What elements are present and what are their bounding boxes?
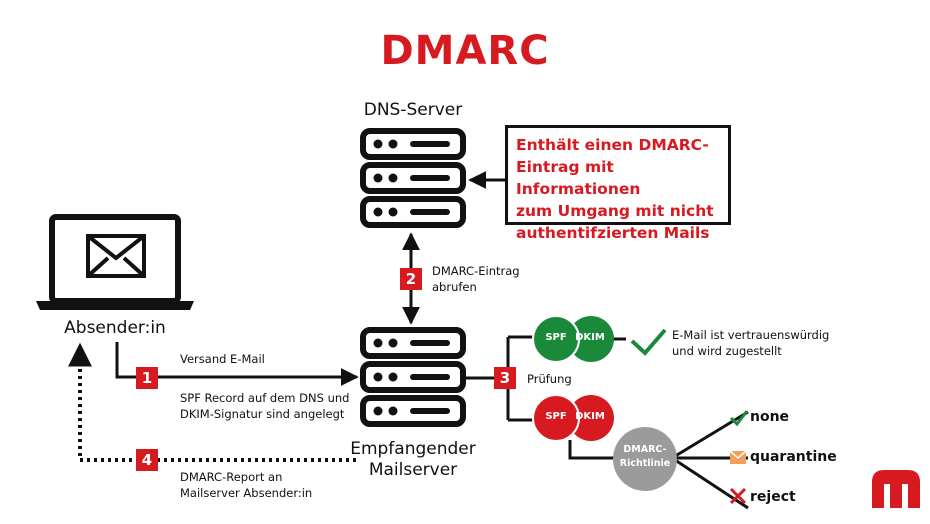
outcome-none: none [750, 409, 790, 425]
dns-server-icon [360, 128, 466, 228]
fail-spf-circle [532, 394, 580, 442]
fail-check [532, 394, 614, 442]
callout-line: authentifzierten Mails [516, 224, 710, 242]
callout-line: Eintrag mit Informationen [516, 158, 641, 198]
report-arrow [68, 342, 356, 462]
quarantine-envelope-icon [729, 450, 747, 464]
laptop-icon [36, 214, 194, 310]
step-badge-1: 1 [136, 367, 158, 389]
step-1-extra-text: SPF Record auf dem DNS und DKIM-Signatur… [180, 390, 349, 422]
outcome-reject: reject [750, 489, 796, 505]
check-icon [729, 410, 749, 427]
policy-label-line: DMARC- [623, 444, 667, 455]
step-1-extra-line: DKIM-Signatur sind angelegt [180, 407, 345, 421]
pass-spf-circle [532, 315, 580, 363]
policy-circle [613, 427, 677, 491]
pass-check [532, 315, 614, 363]
step-1-text: Versand E-Mail [180, 352, 265, 366]
outcome-quarantine: quarantine [750, 449, 837, 465]
dns-server-label: DNS-Server [363, 100, 463, 120]
brand-logo [872, 470, 920, 508]
page-title: DMARC [380, 28, 550, 74]
pass-dkim-label: DKIM [575, 332, 605, 343]
pass-result-text: E-Mail ist vertrauenswürdig und wird zug… [672, 327, 829, 359]
cross-icon [729, 487, 747, 505]
step-2-line: abrufen [432, 280, 477, 294]
pass-dkim-circle [568, 316, 614, 362]
fail-spf-label: SPF [545, 411, 567, 422]
step-4-text: DMARC-Report an Mailserver Absender:in [180, 469, 312, 501]
receiver-label-line2: Mailserver [368, 460, 458, 480]
step-badge-2: 2 [400, 268, 422, 290]
policy-label: DMARC- Richtlinie [613, 443, 677, 471]
step-4-line: Mailserver Absender:in [180, 486, 313, 500]
step-4-line: DMARC-Report an [180, 470, 283, 484]
pass-check-icon [630, 328, 667, 356]
step-badge-4: 4 [136, 449, 158, 471]
dmarc-record-callout: Enthält einen DMARC- Eintrag mit Informa… [505, 125, 731, 242]
policy-label-line: Richtlinie [619, 458, 671, 469]
fail-dkim-label: DKIM [575, 411, 605, 422]
fail-dkim-circle [568, 395, 614, 441]
callout-line: zum Umgang mit nicht [516, 202, 714, 220]
step-1-extra-line: SPF Record auf dem DNS und [180, 391, 350, 405]
send-email-arrow [115, 342, 359, 386]
receiver-server-icon [360, 327, 466, 427]
step-3-text: Prüfung [527, 372, 572, 386]
receiver-label: Empfangender Mailserver [330, 439, 496, 481]
receiver-label-line1: Empfangender [350, 439, 476, 459]
callout-line: Enthält einen DMARC- [516, 136, 709, 154]
sender-label: Absender:in [64, 318, 166, 338]
step-2-line: DMARC-Eintrag [432, 264, 520, 278]
pass-result-line: und wird zugestellt [672, 344, 782, 358]
pass-result-line: E-Mail ist vertrauenswürdig [672, 328, 830, 342]
step-2-text: DMARC-Eintrag abrufen [432, 263, 520, 295]
pass-spf-label: SPF [545, 332, 567, 343]
envelope-icon [86, 234, 146, 278]
step-badge-3: 3 [494, 367, 516, 389]
